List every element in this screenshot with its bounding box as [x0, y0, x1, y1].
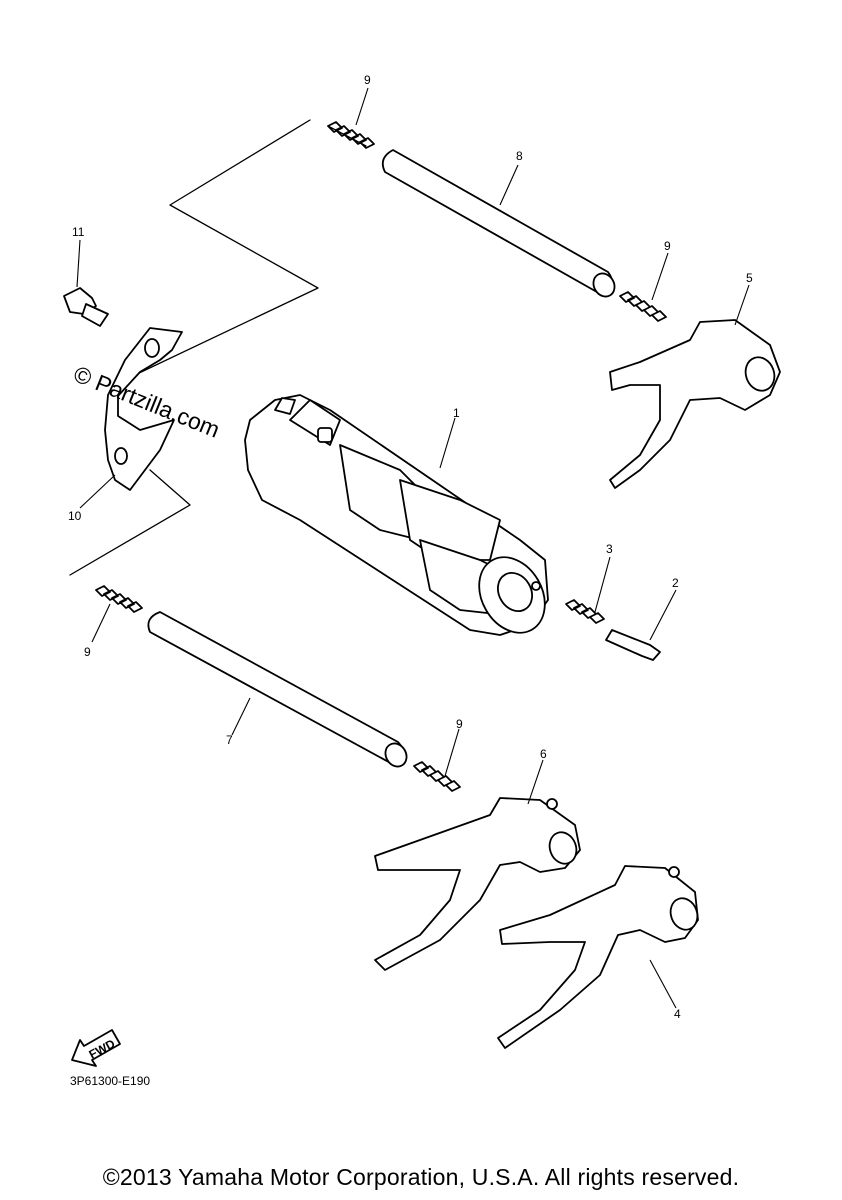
part-5-shift-fork[interactable] — [609, 319, 781, 489]
part-9-spring-top[interactable] — [327, 121, 375, 149]
callout-4: 4 — [674, 1007, 681, 1021]
diagram-code: 3P61300-E190 — [70, 1074, 151, 1088]
callout-9-right-lower: 9 — [456, 717, 463, 731]
callout-9-left-lower: 9 — [84, 645, 91, 659]
part-8-fork-shaft-upper[interactable] — [381, 149, 619, 300]
part-2-pin[interactable] — [605, 629, 661, 661]
part-7-fork-shaft-lower[interactable] — [147, 611, 410, 770]
callout-8: 8 — [516, 149, 523, 163]
callout-10: 10 — [68, 509, 82, 523]
leader-lines — [76, 87, 750, 1009]
copyright-notice: ©2013 Yamaha Motor Corporation, U.S.A. A… — [102, 1164, 740, 1190]
part-9-spring-right-upper[interactable] — [619, 291, 667, 322]
callout-11: 11 — [72, 225, 85, 239]
part-9-spring-left-lower[interactable] — [95, 585, 143, 613]
part-11-bolt[interactable] — [63, 287, 109, 327]
callout-5: 5 — [746, 271, 753, 285]
callout-6: 6 — [540, 747, 547, 761]
part-1-shift-cam[interactable] — [244, 394, 558, 645]
part-9-spring-right-lower[interactable] — [413, 761, 461, 792]
callout-3: 3 — [606, 542, 613, 556]
callout-7: 7 — [226, 733, 233, 747]
assembly-outline — [69, 119, 319, 576]
part-6-shift-fork[interactable] — [374, 797, 581, 971]
part-10-stopper-plate[interactable] — [104, 327, 183, 491]
callout-9-top: 9 — [364, 73, 371, 87]
part-4-shift-fork[interactable] — [497, 865, 702, 1049]
callout-2: 2 — [672, 576, 679, 590]
callout-9-right-upper: 9 — [664, 239, 671, 253]
callout-1: 1 — [453, 406, 460, 420]
callout-labels: 9 8 9 5 11 1 3 2 10 9 7 9 6 4 — [68, 73, 753, 1021]
fwd-arrow-icon: FWD — [71, 1029, 121, 1067]
part-3-spring[interactable] — [565, 599, 605, 624]
